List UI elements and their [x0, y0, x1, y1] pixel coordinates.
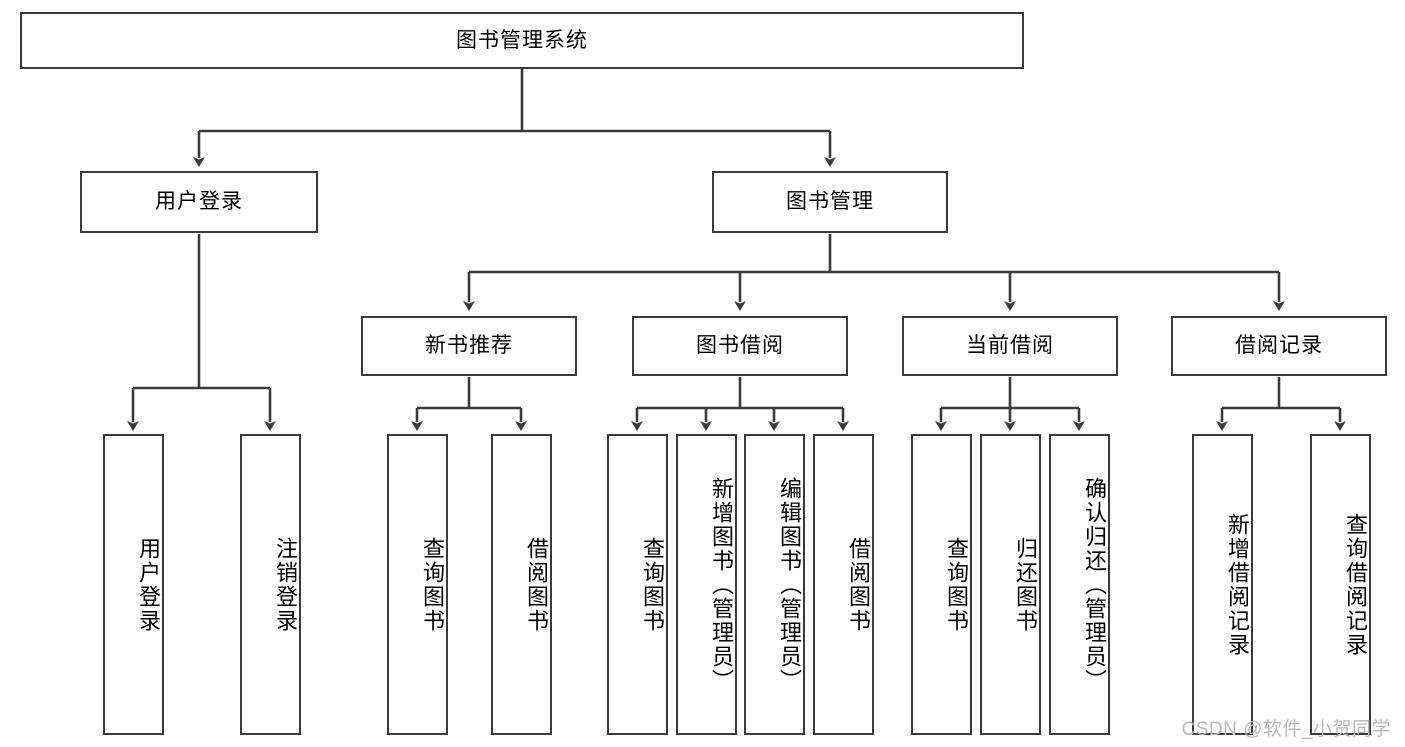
node-label: 查询图书	[944, 536, 969, 633]
node-label: 新书推荐	[425, 334, 513, 358]
node-label: 用户登录	[136, 536, 161, 633]
node-label: 借阅记录	[1235, 334, 1323, 358]
node-leaf-query-borrow-record[interactable]: 查询借阅记录	[1310, 434, 1371, 735]
node-borrow-record[interactable]: 借阅记录	[1171, 316, 1387, 376]
node-label: 归还图书	[1013, 536, 1038, 633]
node-leaf-add-book-admin[interactable]: 新增图书（管理员）	[676, 434, 737, 735]
node-leaf-return-book[interactable]: 归还图书	[980, 434, 1041, 735]
node-label: 当前借阅	[966, 334, 1054, 358]
node-label: 新增借阅记录	[1225, 512, 1250, 657]
node-leaf-borrow-book[interactable]: 借阅图书	[813, 434, 874, 735]
node-label: 查询图书	[420, 536, 445, 633]
node-leaf-add-borrow-record[interactable]: 新增借阅记录	[1192, 434, 1253, 735]
node-label: 查询图书	[640, 536, 665, 633]
node-label: 确认归还（管理员）	[1082, 476, 1107, 693]
node-user-login[interactable]: 用户登录	[80, 171, 318, 233]
node-root-book-management-system[interactable]: 图书管理系统	[20, 12, 1024, 69]
node-leaf-edit-book-admin[interactable]: 编辑图书（管理员）	[744, 434, 805, 735]
node-label: 新增图书（管理员）	[709, 476, 734, 693]
node-label: 注销登录	[273, 536, 298, 633]
node-current-borrow[interactable]: 当前借阅	[902, 316, 1118, 376]
node-label: 图书管理系统	[456, 28, 588, 52]
node-leaf-query-book-borrow[interactable]: 查询图书	[607, 434, 668, 735]
node-label: 图书借阅	[696, 334, 784, 358]
node-leaf-borrow-book-recommend[interactable]: 借阅图书	[491, 434, 552, 735]
node-leaf-confirm-return-admin[interactable]: 确认归还（管理员）	[1049, 434, 1110, 735]
node-label: 编辑图书（管理员）	[777, 476, 802, 693]
csdn-watermark: CSDN @软件_小贺同学	[1181, 719, 1391, 740]
node-label: 借阅图书	[524, 536, 549, 633]
node-book-borrow[interactable]: 图书借阅	[632, 316, 848, 376]
node-leaf-user-login[interactable]: 用户登录	[103, 434, 164, 735]
node-leaf-query-book-recommend[interactable]: 查询图书	[387, 434, 448, 735]
node-leaf-query-book-current[interactable]: 查询图书	[911, 434, 972, 735]
node-label: 借阅图书	[846, 536, 871, 633]
node-label: 图书管理	[786, 190, 874, 214]
node-leaf-logout[interactable]: 注销登录	[240, 434, 301, 735]
node-label: 用户登录	[155, 190, 243, 214]
node-new-book-recommendation[interactable]: 新书推荐	[361, 316, 577, 376]
node-label: 查询借阅记录	[1343, 512, 1368, 657]
node-book-management[interactable]: 图书管理	[712, 171, 948, 233]
